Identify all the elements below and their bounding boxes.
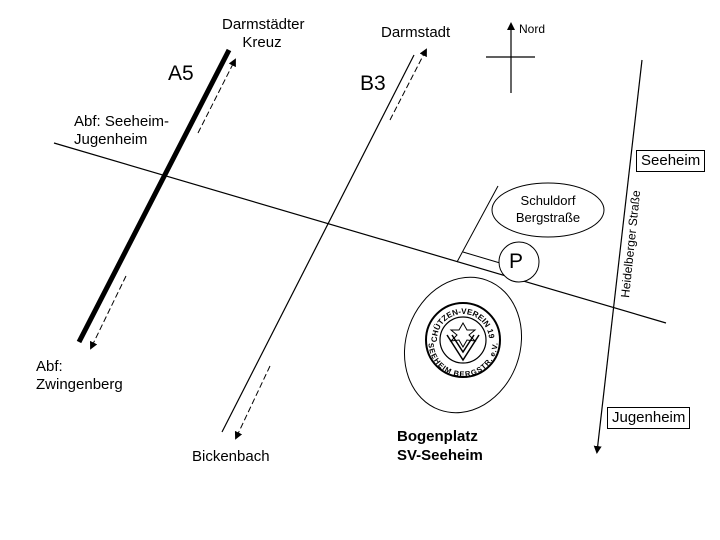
a5-north-direction-arrow — [197, 58, 236, 134]
parking-circle — [498, 241, 540, 283]
b3-north-direction-arrow — [389, 48, 427, 121]
parking-access-road — [462, 251, 501, 264]
club-logo: SCHÜTZEN-VEREIN 1912 SEEHEIM BERGSTR. e.… — [0, 0, 501, 379]
bogenplatz-area — [403, 276, 523, 414]
schuldorf-line2: Bergstraße — [515, 210, 581, 225]
exit-seeheim-jugenheim-label: Abf: Seeheim- Jugenheim — [74, 113, 169, 149]
b3-road — [221, 54, 415, 433]
schuldorf-area — [491, 182, 605, 238]
exit-seeheim-jugenheim-line2: Jugenheim — [74, 131, 148, 148]
darmstaedter-kreuz-line1: Darmstädter — [222, 16, 305, 33]
exit-zwingenberg-label: Abf: Zwingenberg — [36, 358, 123, 394]
darmstadt-label: Darmstadt — [381, 24, 451, 41]
darmstaedter-kreuz-line2: Kreuz — [242, 34, 282, 51]
jugenheim-sign: Jugenheim — [607, 407, 691, 429]
a5-motorway — [76, 48, 232, 344]
exit-zwingenberg-line1: Abf: — [36, 358, 63, 375]
bickenbach-label: Bickenbach — [192, 448, 270, 465]
cross-road — [53, 142, 667, 324]
schuldorf-line1: Schuldorf — [520, 193, 576, 208]
destination-line1: Bogenplatz — [397, 428, 478, 445]
b3-south-direction-arrow — [234, 365, 271, 440]
parking-label: P — [509, 250, 524, 273]
a5-label: A5 — [168, 62, 194, 85]
schuldorf-label: Schuldorf Bergstraße — [504, 192, 592, 226]
side-road-schuldorf — [456, 185, 499, 263]
seeheim-sign: Seeheim — [636, 150, 706, 172]
darmstaedter-kreuz-label: Darmstädter Kreuz — [222, 16, 305, 52]
a5-south-direction-arrow — [90, 275, 127, 350]
heidelberger-strasse-road — [593, 59, 643, 454]
logo-star-icon — [449, 321, 477, 349]
destination-label: Bogenplatz SV-Seeheim — [397, 427, 483, 465]
exit-seeheim-jugenheim-line1: Abf: Seeheim- — [74, 113, 170, 130]
logo-v-emblem-icon — [446, 334, 480, 362]
compass-north-label: Nord — [519, 22, 546, 36]
b3-label: B3 — [360, 72, 386, 95]
exit-zwingenberg-line2: Zwingenberg — [36, 376, 123, 393]
destination-line2: SV-Seeheim — [397, 447, 483, 464]
